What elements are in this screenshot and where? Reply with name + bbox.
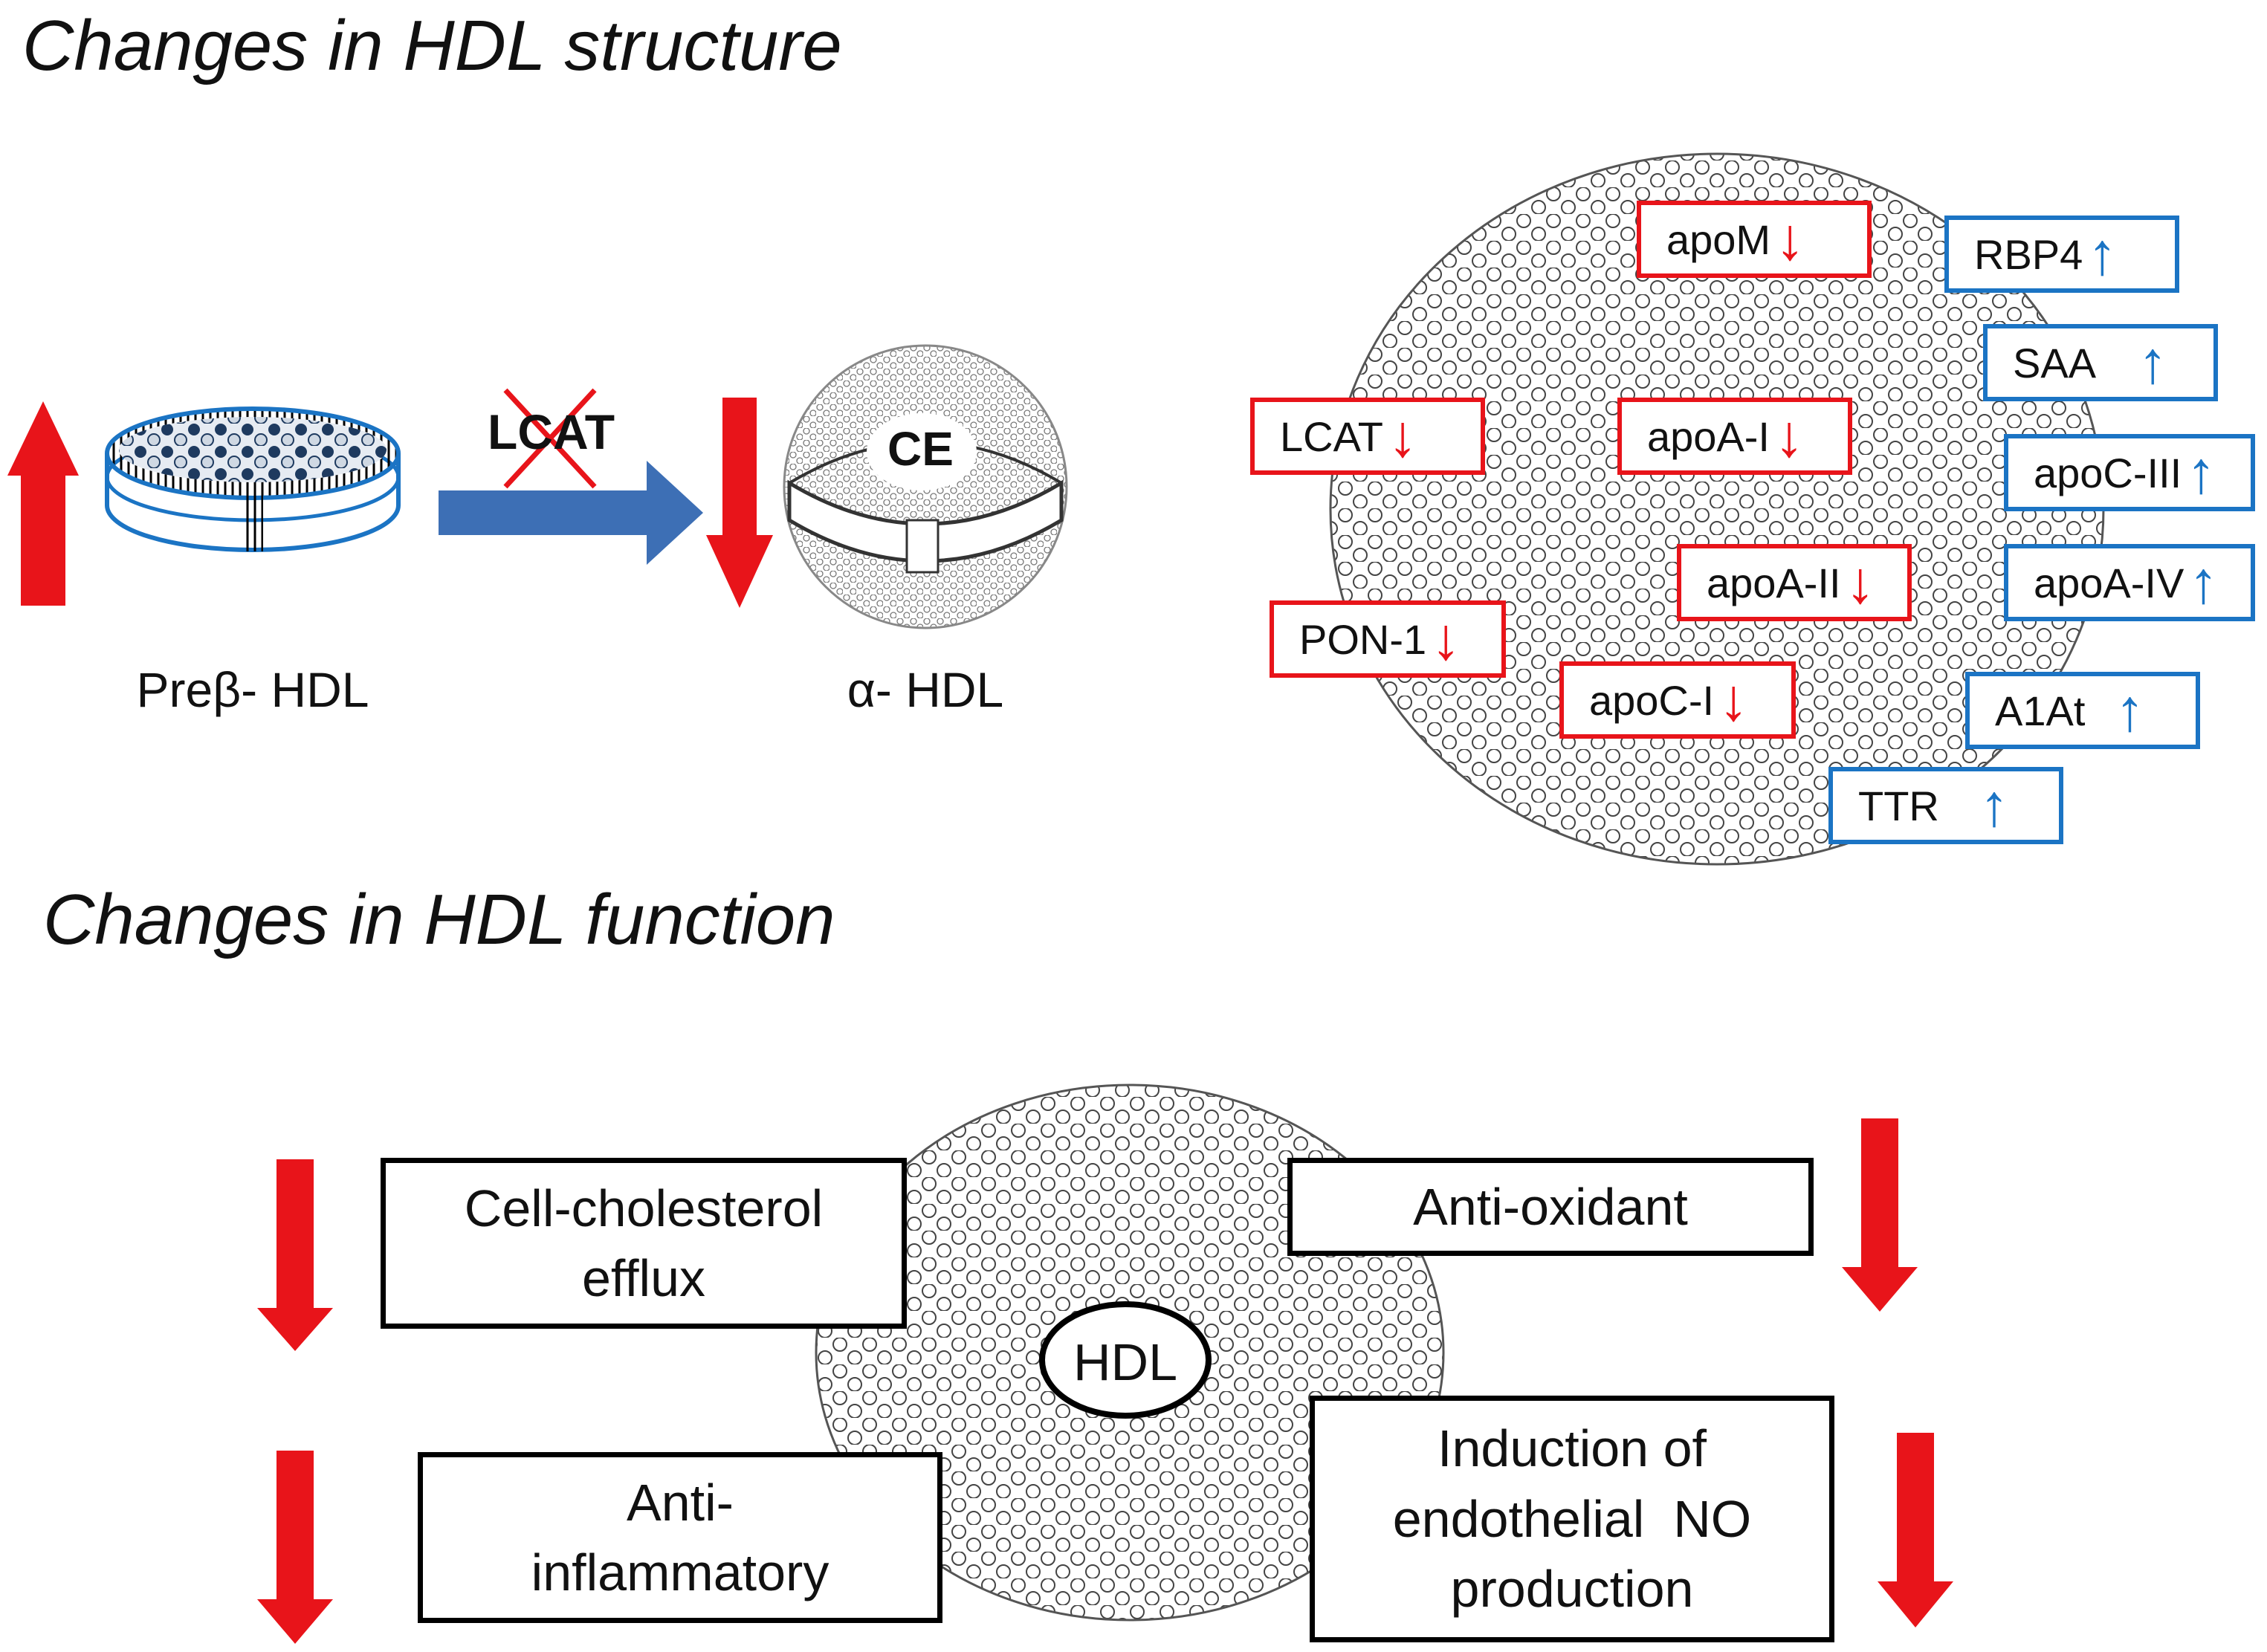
hdl-center-label: HDL (1073, 1333, 1178, 1391)
up-arrow-icon: ↑ (2087, 221, 2118, 287)
function-line: inflammatory (531, 1544, 829, 1601)
antioxidant-decrease-arrow (1842, 1118, 1918, 1312)
function-line: Anti- (627, 1473, 734, 1532)
protein-apoc-iii: apoC-III ↑ (2004, 434, 2255, 511)
protein-name: apoA-IV (2034, 559, 2184, 606)
protein-apoa-iv: apoA-IV ↑ (2004, 544, 2255, 621)
no-production-decrease-arrow (1878, 1433, 1953, 1627)
protein-pon-1: PON-1 ↓ (1270, 600, 1506, 678)
protein-name: apoA-II (1707, 559, 1841, 606)
protein-saa: RBP4 SAA ↑ (1983, 324, 2218, 401)
alpha-hdl-label: α- HDL (847, 662, 1004, 717)
lcat-conversion-arrow (439, 461, 703, 565)
hdl-function-sphere (815, 1083, 1445, 1622)
up-arrow-icon: ↑ (1979, 772, 2009, 838)
preb-hdl-label: Preβ- HDL (136, 662, 369, 717)
protein-name: apoC-III (2034, 449, 2182, 496)
function-line: Cell-cholesterol (464, 1179, 824, 1237)
protein-a1at: A1At ↑ (1965, 672, 2200, 749)
function-box-antiinflammatory: Anti- inflammatory (418, 1452, 942, 1623)
alpha-hdl-particle (783, 344, 1068, 629)
function-line: efflux (581, 1249, 706, 1307)
protein-name: A1At (1995, 687, 2086, 734)
protein-name: LCAT (1280, 412, 1383, 460)
up-arrow-icon: ↑ (2186, 439, 2216, 505)
protein-apoa-ii: apoA-II ↓ (1677, 544, 1912, 621)
protein-lcat: LCAT ↓ (1250, 398, 1485, 475)
up-arrow-icon: ↑ (2115, 677, 2145, 743)
function-line: Anti-oxidant (1413, 1177, 1688, 1236)
down-arrow-icon: ↓ (1774, 403, 1804, 469)
protein-name: RBP4 (1974, 230, 2083, 278)
protein-name: apoC-I (1589, 676, 1715, 724)
alpha-decrease-arrow (706, 398, 773, 608)
function-line: Induction of (1438, 1419, 1707, 1478)
alpha-core-label: CE (887, 422, 954, 476)
protein-ttr: TTR ↑ (1828, 767, 2063, 844)
function-line: endothelial NO (1392, 1489, 1752, 1548)
lcat-label: LCAT (488, 404, 615, 459)
up-arrow-icon: ↑ (2188, 549, 2219, 615)
function-heading: Changes in HDL function (43, 880, 835, 959)
structure-heading: Changes in HDL structure (22, 6, 842, 85)
preb-increase-arrow (7, 401, 79, 606)
protein-apoc-i: apoC-I ↓ (1559, 661, 1796, 739)
protein-name: PON-1 (1299, 615, 1427, 663)
down-arrow-icon: ↓ (1775, 206, 1805, 272)
protein-apoa-i: apoA-I ↓ (1617, 398, 1852, 475)
preb-hdl-particle (105, 406, 401, 552)
down-arrow-icon: ↓ (1431, 606, 1461, 672)
down-arrow-icon: ↓ (1718, 667, 1749, 733)
protein-rbp4: RBP4 ↑ (1944, 216, 2179, 293)
protein-name: SAA (2013, 339, 2097, 386)
down-arrow-icon: ↓ (1845, 549, 1875, 615)
protein-name: apoA-I (1647, 412, 1770, 460)
efflux-decrease-arrow (257, 1159, 333, 1351)
down-arrow-icon: ↓ (1388, 403, 1417, 469)
function-line: production (1450, 1560, 1694, 1619)
up-arrow-icon: ↑ (2138, 329, 2168, 395)
function-box-efflux: Cell-cholesterol efflux (381, 1158, 907, 1329)
protein-name: apoM (1666, 216, 1771, 263)
antiinflammatory-decrease-arrow (257, 1451, 333, 1644)
function-box-antioxidant: Anti-oxidant (1287, 1158, 1814, 1256)
function-box-no-production: Induction of endothelial NO production (1310, 1396, 1834, 1642)
protein-apom: apoM ↓ (1637, 201, 1872, 278)
protein-name: TTR (1858, 782, 1939, 829)
